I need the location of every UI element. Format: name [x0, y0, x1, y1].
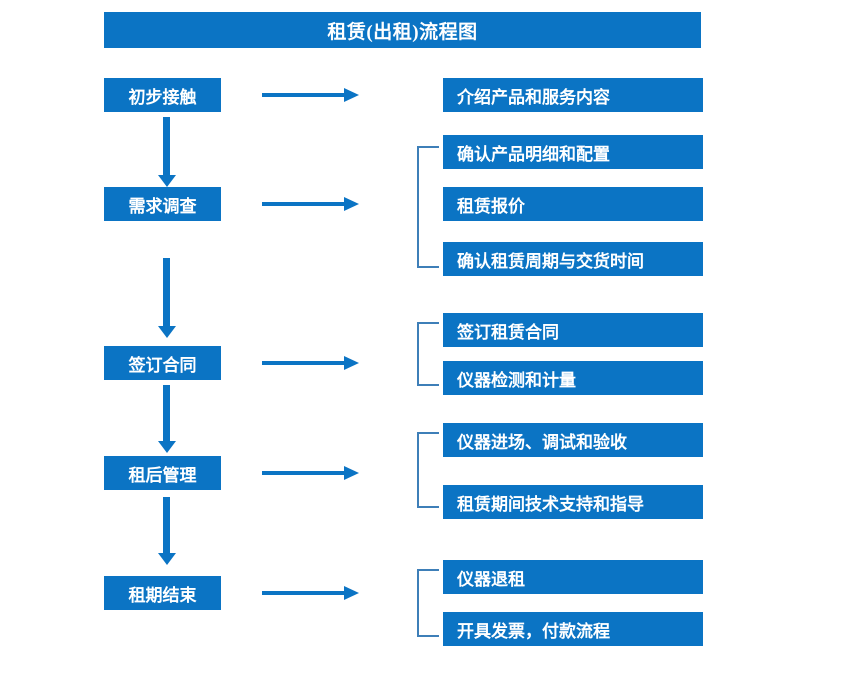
arrow-shaft — [262, 202, 346, 206]
detail-label: 租赁期间技术支持和指导 — [457, 494, 644, 514]
detail-label: 仪器退租 — [457, 569, 525, 589]
arrow-stage-4-to-stage-5 — [158, 497, 176, 568]
arrow-shaft — [262, 471, 346, 475]
stage-label-1: 初步接触 — [128, 87, 197, 107]
stage-box-1[interactable]: 初步接触 — [104, 78, 221, 112]
stage-label-4: 租后管理 — [128, 465, 197, 485]
detail-label: 仪器检测和计量 — [457, 370, 576, 390]
arrow-head — [158, 553, 176, 565]
arrow-stage-1-to-details — [262, 88, 359, 102]
arrow-head — [344, 197, 359, 211]
detail-label: 租赁报价 — [457, 196, 525, 216]
arrow-stage-4-to-details — [262, 466, 359, 480]
arrow-shaft — [262, 361, 346, 365]
detail-label: 确认租赁周期与交货时间 — [457, 251, 644, 271]
detail-label: 确认产品明细和配置 — [457, 144, 610, 164]
detail-box-5-2[interactable]: 开具发票，付款流程 — [443, 612, 703, 646]
detail-box-3-2[interactable]: 仪器检测和计量 — [443, 361, 703, 395]
detail-box-4-1[interactable]: 仪器进场、调试和验收 — [443, 423, 703, 457]
arrow-head — [158, 175, 176, 187]
detail-box-2-2[interactable]: 租赁报价 — [443, 187, 703, 221]
detail-box-4-2[interactable]: 租赁期间技术支持和指导 — [443, 485, 703, 519]
stage-label-2: 需求调查 — [128, 196, 197, 216]
arrow-stage-2-to-details — [262, 197, 359, 211]
page-title: 租赁(出租)流程图 — [104, 12, 701, 48]
arrow-head — [344, 586, 359, 600]
arrow-shaft — [163, 117, 170, 175]
arrow-shaft — [262, 591, 346, 595]
detail-box-3-1[interactable]: 签订租赁合同 — [443, 313, 703, 347]
arrow-head — [158, 326, 176, 338]
stage-label-3: 签订合同 — [128, 355, 197, 375]
arrow-stage-5-to-details — [262, 586, 359, 600]
group-bracket-2 — [417, 146, 439, 268]
detail-box-2-3[interactable]: 确认租赁周期与交货时间 — [443, 242, 703, 276]
group-bracket-4 — [417, 432, 439, 508]
stage-box-5[interactable]: 租期结束 — [104, 576, 221, 610]
arrow-stage-2-to-stage-3 — [158, 258, 176, 344]
detail-label: 仪器进场、调试和验收 — [457, 432, 627, 452]
detail-label: 介绍产品和服务内容 — [457, 87, 610, 107]
detail-label: 开具发票，付款流程 — [457, 621, 610, 641]
detail-box-5-1[interactable]: 仪器退租 — [443, 560, 703, 594]
arrow-head — [158, 441, 176, 453]
arrow-stage-3-to-stage-4 — [158, 385, 176, 456]
arrow-stage-1-to-stage-2 — [158, 117, 176, 187]
arrow-shaft — [163, 385, 170, 441]
stage-box-4[interactable]: 租后管理 — [104, 456, 221, 490]
detail-box-1-1[interactable]: 介绍产品和服务内容 — [443, 78, 703, 112]
stage-box-2[interactable]: 需求调查 — [104, 187, 221, 221]
arrow-head — [344, 356, 359, 370]
arrow-shaft — [262, 93, 346, 97]
detail-label: 签订租赁合同 — [457, 322, 559, 342]
stage-label-5: 租期结束 — [128, 585, 197, 605]
detail-box-2-1[interactable]: 确认产品明细和配置 — [443, 135, 703, 169]
arrow-shaft — [163, 497, 170, 553]
arrow-head — [344, 88, 359, 102]
group-bracket-5 — [417, 569, 439, 637]
arrow-head — [344, 466, 359, 480]
arrow-shaft — [163, 258, 170, 326]
arrow-stage-3-to-details — [262, 356, 359, 370]
group-bracket-3 — [417, 322, 439, 386]
stage-box-3[interactable]: 签订合同 — [104, 346, 221, 380]
